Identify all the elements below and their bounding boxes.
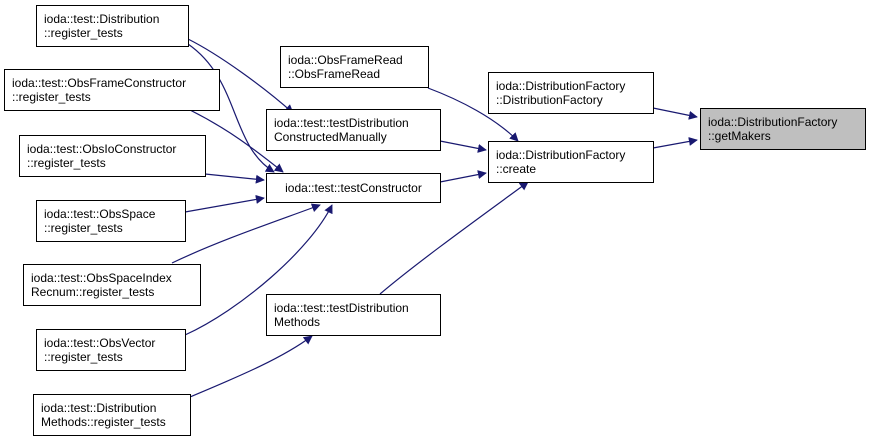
node-obsioconstructor-register-line1: ioda::test::ObsIoConstructor — [27, 142, 177, 156]
node-create[interactable]: ioda::DistributionFactory ::create — [488, 141, 654, 183]
node-create-line1: ioda::DistributionFactory — [496, 148, 626, 162]
node-distribution-register-line1: ioda::test::Distribution — [44, 12, 160, 26]
node-test-distribution-methods-line1: ioda::test::testDistribution — [274, 301, 409, 315]
node-getmakers: ioda::DistributionFactory ::getMakers — [700, 108, 866, 150]
edge-distributionmethods-register-to-distribution-methods — [189, 335, 313, 398]
node-test-constructed-manually[interactable]: ioda::test::testDistribution Constructed… — [266, 109, 441, 151]
node-distributionmethods-register[interactable]: ioda::test::Distribution Methods::regist… — [33, 394, 191, 436]
node-obsioconstructor-register[interactable]: ioda::test::ObsIoConstructor ::register_… — [19, 135, 206, 177]
node-obsvector-register-line2: ::register_tests — [44, 350, 123, 364]
node-obsspace-register-line1: ioda::test::ObsSpace — [44, 207, 156, 221]
node-distributionmethods-register-line2: Methods::register_tests — [41, 415, 166, 429]
node-obsframeread-line2: ::ObsFrameRead — [288, 67, 381, 81]
edge-obsspace-register-to-testconstructor — [184, 194, 265, 213]
node-obsframeconstructor-register[interactable]: ioda::test::ObsFrameConstructor ::regist… — [4, 69, 220, 111]
node-factory-ctor[interactable]: ioda::DistributionFactory ::Distribution… — [488, 72, 654, 114]
edge-constructed-manually-to-create — [439, 140, 487, 153]
node-test-constructed-manually-line2: ConstructedManually — [274, 130, 387, 144]
node-factory-ctor-line2: ::DistributionFactory — [496, 93, 603, 107]
node-distribution-register[interactable]: ioda::test::Distribution ::register_test… — [36, 5, 189, 47]
node-test-distribution-methods-line2: Methods — [274, 315, 321, 329]
edge-obsvector-register-to-testconstructor — [184, 204, 333, 336]
node-test-constructor[interactable]: ioda::test::testConstructor — [266, 173, 441, 203]
edge-distribution-methods-to-create — [379, 181, 529, 295]
node-obsspaceindexrecnum-register-line1: ioda::test::ObsSpaceIndex — [31, 271, 172, 285]
node-obsframeconstructor-register-line2: ::register_tests — [12, 90, 91, 104]
node-obsframeconstructor-register-line1: ioda::test::ObsFrameConstructor — [12, 76, 187, 90]
node-test-distribution-methods[interactable]: ioda::test::testDistribution Methods — [266, 294, 441, 336]
node-obsvector-register[interactable]: ioda::test::ObsVector ::register_tests — [36, 329, 186, 371]
node-obsioconstructor-register-line2: ::register_tests — [27, 156, 106, 170]
node-obsspace-register[interactable]: ioda::test::ObsSpace ::register_tests — [36, 200, 186, 242]
node-obsspaceindexrecnum-register-line2: Recnum::register_tests — [31, 285, 155, 299]
edge-obsioconstructor-register-to-testconstructor — [204, 173, 265, 184]
node-obsspace-register-line2: ::register_tests — [44, 221, 123, 235]
node-obsframeread-line1: ioda::ObsFrameRead — [288, 53, 403, 67]
node-getmakers-line1: ioda::DistributionFactory — [708, 115, 838, 129]
edge-create-to-getmakers — [652, 137, 698, 149]
node-obsframeread[interactable]: ioda::ObsFrameRead ::ObsFrameRead — [280, 46, 429, 88]
edge-obsspaceindexrecnum-register-to-testconstructor — [171, 203, 321, 264]
edge-testconstructor-to-create — [439, 170, 487, 183]
edge-distribution-register-to-constructed-manually — [187, 38, 294, 114]
edge-factory-ctor-to-getmakers — [652, 107, 698, 120]
node-test-constructor-line1: ioda::test::testConstructor — [285, 181, 422, 195]
node-test-constructed-manually-line1: ioda::test::testDistribution — [274, 116, 409, 130]
node-factory-ctor-line1: ioda::DistributionFactory — [496, 79, 626, 93]
edge-obsframeconstructor-register-to-testconstructor — [189, 109, 284, 173]
node-distribution-register-line2: ::register_tests — [44, 26, 123, 40]
edge-obsframeread-to-create — [427, 87, 519, 142]
node-distributionmethods-register-line1: ioda::test::Distribution — [41, 401, 157, 415]
node-create-line2: ::create — [496, 162, 537, 176]
edge-distribution-register-to-testconstructor — [187, 43, 275, 173]
node-obsspaceindexrecnum-register[interactable]: ioda::test::ObsSpaceIndex Recnum::regist… — [23, 264, 201, 306]
node-obsvector-register-line1: ioda::test::ObsVector — [44, 336, 156, 350]
node-getmakers-line2: ::getMakers — [708, 129, 771, 143]
